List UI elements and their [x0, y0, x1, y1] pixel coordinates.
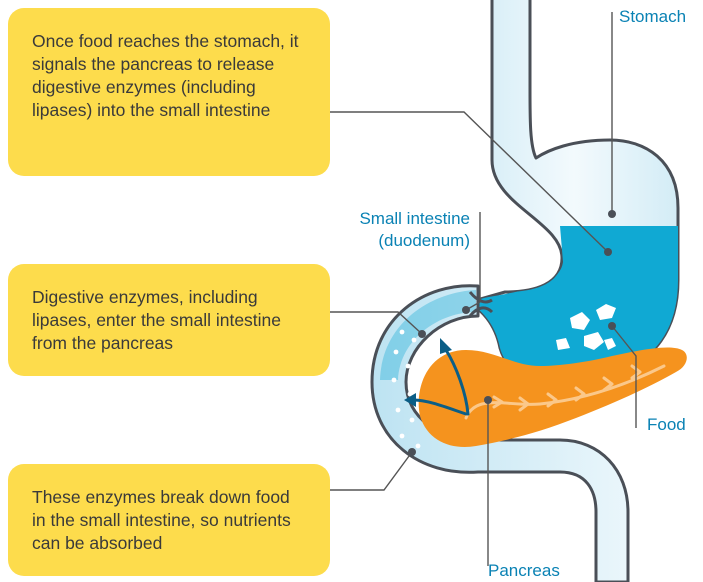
label-small-intestine-line2: (duodenum) — [334, 230, 470, 252]
label-pancreas: Pancreas — [488, 560, 560, 582]
marker-callout-1 — [604, 248, 612, 256]
label-small-intestine-line1: Small intestine — [334, 208, 470, 230]
marker-pancreas — [484, 396, 492, 404]
label-food: Food — [647, 414, 686, 436]
callout-enzymes-enter: Digestive enzymes, including lipases, en… — [8, 264, 330, 376]
arrowhead-up-icon — [440, 338, 452, 354]
marker-callout-3 — [408, 448, 416, 456]
marker-callout-2 — [418, 330, 426, 338]
callout-stomach-signal: Once food reaches the stomach, it signal… — [8, 8, 330, 176]
callout-enzymes-enter-text: Digestive enzymes, including lipases, en… — [32, 287, 281, 353]
callout-break-down-text: These enzymes break down food in the sma… — [32, 487, 291, 553]
callout-break-down: These enzymes break down food in the sma… — [8, 464, 330, 576]
callout-stomach-signal-text: Once food reaches the stomach, it signal… — [32, 31, 299, 120]
label-stomach: Stomach — [619, 6, 686, 28]
marker-small-intestine — [462, 306, 470, 314]
marker-food — [608, 322, 616, 330]
leader-line-callout-3 — [328, 452, 412, 490]
label-small-intestine: Small intestine (duodenum) — [334, 208, 470, 252]
marker-stomach — [608, 210, 616, 218]
